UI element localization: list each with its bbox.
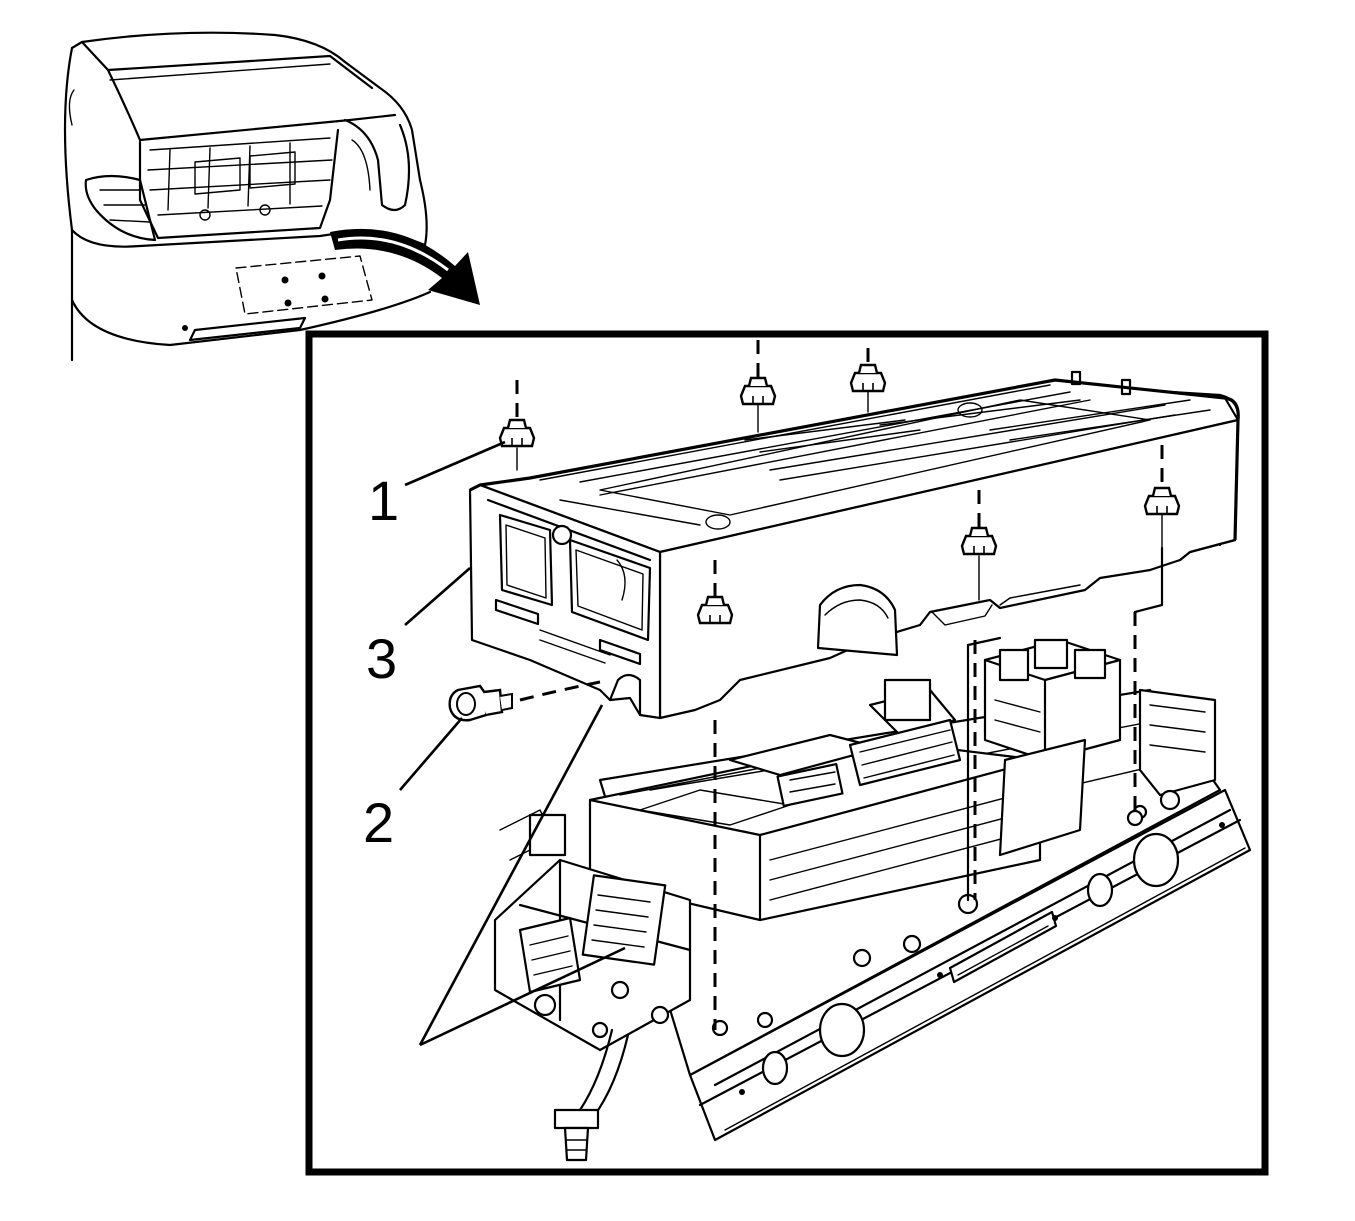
callout-3: 3 <box>366 627 397 690</box>
nut-icon <box>1143 486 1181 516</box>
nut-icon <box>498 418 536 448</box>
nut-icon <box>849 363 887 393</box>
cover-nuts <box>498 363 1181 625</box>
callout-2: 2 <box>363 791 394 854</box>
bolt-icon <box>448 684 513 722</box>
detail-frame <box>305 330 1269 1176</box>
nut-icon <box>696 595 734 625</box>
callout-leaders <box>399 440 626 1047</box>
vehicle-rear-locator-icon <box>63 31 432 362</box>
battery-tray-assembly <box>493 638 1252 1162</box>
battery-cover <box>468 370 1240 720</box>
curved-arrow-icon <box>330 228 480 305</box>
nut-icon <box>960 526 998 556</box>
callout-1: 1 <box>368 469 399 532</box>
alignment-lines <box>515 340 1164 1030</box>
nut-icon <box>739 376 777 406</box>
